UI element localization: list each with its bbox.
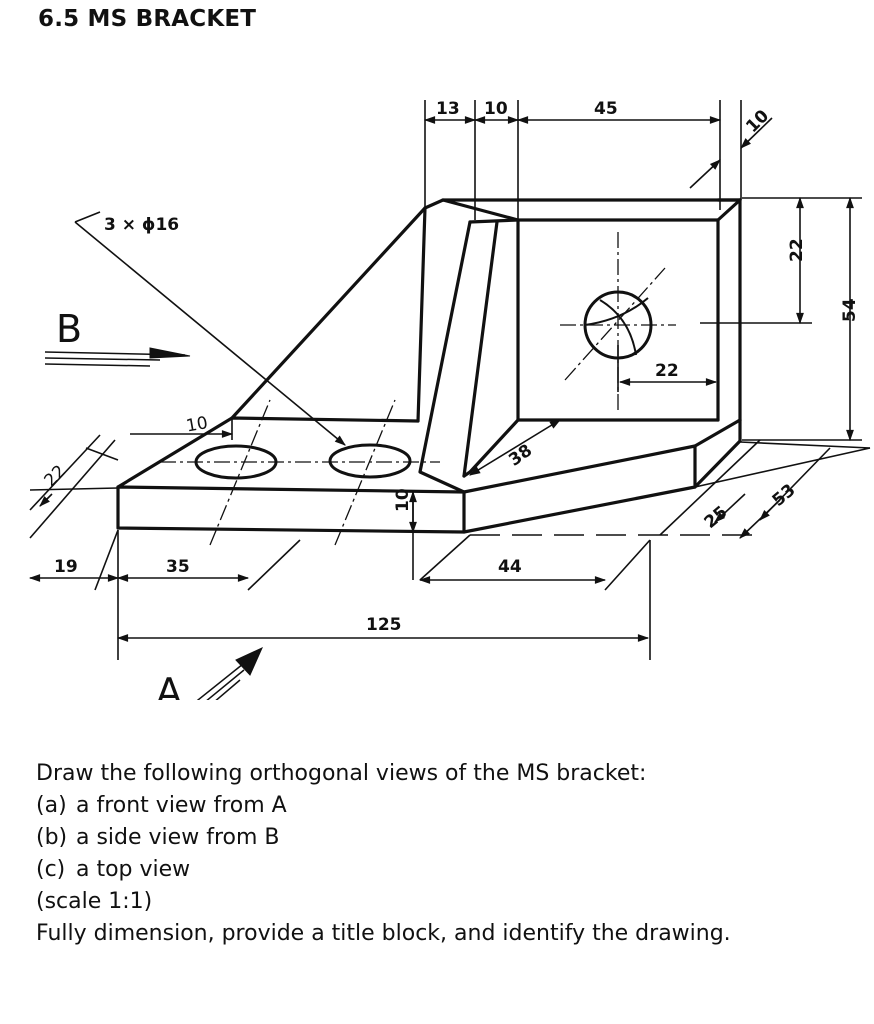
dim-10-edge: 10	[742, 106, 773, 137]
dim-10-top: 10	[484, 99, 508, 119]
bracket-drawing: 3 × ϕ16 B A 13 10 45 10 22 54 22 38 10 2…	[0, 60, 874, 700]
dim-38: 38	[505, 441, 536, 471]
dim-22-left: 22	[41, 461, 70, 490]
bracket-outline	[116, 198, 742, 534]
dimension-lines	[28, 100, 871, 660]
dim-22-right: 22	[787, 238, 807, 262]
list-item: (c) a top view	[36, 854, 836, 886]
dim-10-left: 10	[185, 413, 210, 436]
list-item-mark: (c)	[36, 857, 66, 882]
isometric-view: 3 × ϕ16 B A 13 10 45 10 22 54 22 38 10 2…	[28, 99, 871, 700]
instructions: Draw the following orthogonal views of t…	[36, 758, 836, 950]
hole-callout: 3 × ϕ16	[104, 215, 179, 235]
list-item-text: a front view from A	[76, 793, 287, 818]
view-label-a: A	[156, 670, 182, 700]
dim-10-base: 10	[393, 488, 413, 512]
list-item-text: a top view	[76, 857, 191, 882]
list-item: (a) a front view from A	[36, 790, 836, 822]
dim-125: 125	[366, 615, 402, 635]
dim-45: 45	[594, 99, 618, 119]
view-arrows	[44, 347, 263, 700]
view-label-b: B	[56, 307, 82, 351]
dim-19: 19	[54, 557, 78, 577]
view-a-arrow	[196, 659, 249, 700]
list-item-mark: (b)	[36, 825, 68, 850]
dim-13: 13	[436, 99, 460, 119]
dim-35: 35	[166, 557, 190, 577]
closing-instruction: Fully dimension, provide a title block, …	[36, 921, 731, 946]
list-item-text: a side view from B	[76, 825, 280, 850]
list-item: (b) a side view from B	[36, 822, 836, 854]
dim-44: 44	[498, 557, 522, 577]
base-hole-2	[328, 443, 412, 479]
scale-note: (scale 1:1)	[36, 889, 153, 914]
instructions-intro: Draw the following orthogonal views of t…	[36, 761, 647, 786]
list-item-mark: (a)	[36, 793, 67, 818]
page-title: 6.5 MS BRACKET	[38, 6, 257, 32]
dim-22-hole: 22	[655, 361, 679, 381]
dim-25: 25	[701, 502, 732, 533]
dim-54: 54	[840, 298, 860, 322]
